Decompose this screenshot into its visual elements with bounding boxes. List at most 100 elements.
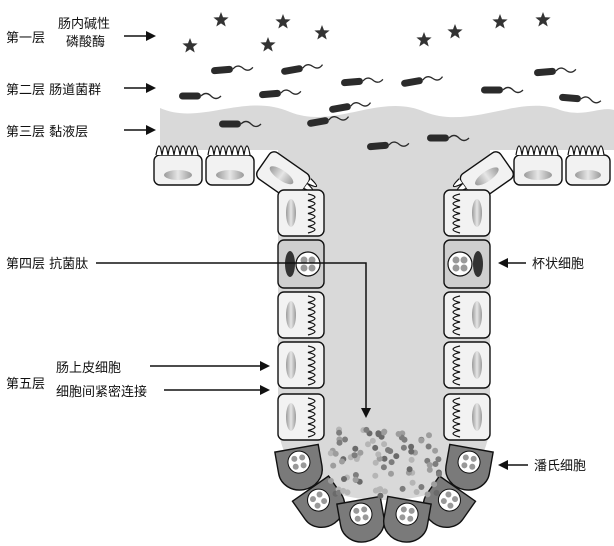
granule bbox=[436, 471, 442, 477]
granule bbox=[407, 466, 413, 472]
bacterium-icon bbox=[559, 94, 601, 105]
granule bbox=[372, 445, 378, 451]
alkaline-phosphatase-stars bbox=[182, 12, 550, 53]
granule bbox=[330, 463, 336, 469]
star-icon bbox=[260, 37, 275, 52]
star-icon bbox=[314, 25, 329, 40]
arrowhead bbox=[146, 125, 156, 135]
granule bbox=[352, 446, 358, 452]
granule bbox=[339, 459, 345, 465]
granule bbox=[342, 437, 348, 443]
star-icon bbox=[447, 24, 462, 39]
epithelial-cell-right-1 bbox=[444, 190, 490, 236]
crypt-wall-right bbox=[444, 190, 490, 440]
bacterium-icon bbox=[211, 64, 253, 75]
label-layer5-line1: 肠上皮细胞 bbox=[56, 361, 121, 376]
granule bbox=[375, 451, 381, 457]
granule bbox=[381, 430, 387, 436]
granule bbox=[402, 437, 408, 443]
granule bbox=[385, 447, 391, 453]
epithelial-cell-left-1 bbox=[278, 190, 324, 236]
bacterium-icon bbox=[341, 76, 383, 87]
label-layer1-line2: 磷酸酶 bbox=[66, 34, 105, 50]
granule bbox=[389, 459, 395, 465]
paneth-cell-5 bbox=[337, 496, 388, 545]
epithelial-cell-left-3 bbox=[278, 342, 324, 388]
granule bbox=[357, 450, 363, 456]
granule bbox=[381, 464, 387, 470]
arrowhead bbox=[260, 385, 270, 395]
paneth-cell-6 bbox=[381, 496, 432, 545]
arrowhead bbox=[498, 460, 508, 470]
granule bbox=[377, 493, 383, 499]
granule bbox=[388, 471, 394, 477]
granule bbox=[432, 448, 438, 454]
granule bbox=[396, 431, 402, 437]
granule bbox=[337, 440, 343, 446]
granule bbox=[352, 452, 358, 458]
bacterium-icon bbox=[534, 66, 576, 77]
label-layer1-line1: 肠内碱性 bbox=[58, 16, 110, 32]
surface-cell-left-1 bbox=[154, 146, 202, 185]
granule bbox=[426, 444, 432, 450]
granule bbox=[345, 489, 351, 495]
crypt-wall-left bbox=[278, 190, 324, 440]
granule bbox=[328, 478, 334, 484]
granule bbox=[414, 489, 420, 495]
star-icon bbox=[275, 14, 290, 29]
surface-cell-left-2 bbox=[206, 146, 254, 185]
granule bbox=[393, 453, 399, 459]
label-layer5-title: 第五层 bbox=[6, 377, 45, 392]
granule bbox=[373, 460, 379, 466]
granule bbox=[400, 486, 406, 492]
epithelial-cell-right-2 bbox=[444, 292, 490, 338]
granule bbox=[381, 441, 387, 447]
bacterium-icon bbox=[259, 88, 301, 99]
star-icon bbox=[492, 14, 507, 29]
label-layer2: 第二层 肠道菌群 bbox=[6, 83, 101, 98]
label-layer1-title: 第一层 bbox=[6, 31, 45, 46]
bacterium-icon bbox=[401, 73, 444, 87]
label-goblet-cell: 杯状细胞 bbox=[532, 257, 584, 272]
granule bbox=[418, 438, 424, 444]
star-icon bbox=[535, 12, 550, 27]
granule bbox=[426, 432, 432, 438]
granule bbox=[363, 427, 369, 433]
epithelial-cell-right-3 bbox=[444, 342, 490, 388]
arrowhead bbox=[146, 31, 156, 41]
label-layer4: 第四层 抗菌肽 bbox=[6, 257, 88, 272]
arrowhead bbox=[146, 83, 156, 93]
epithelial-cell-left-4 bbox=[278, 394, 324, 440]
star-icon bbox=[213, 12, 228, 27]
label-paneth-cell: 潘氏细胞 bbox=[534, 459, 586, 474]
granule bbox=[353, 477, 359, 483]
granule bbox=[336, 430, 342, 436]
granule bbox=[434, 490, 440, 496]
granule bbox=[425, 491, 431, 497]
granule bbox=[433, 461, 439, 467]
granule bbox=[375, 430, 381, 436]
star-icon bbox=[182, 38, 197, 53]
granule bbox=[418, 484, 424, 490]
goblet-cell-left bbox=[278, 240, 324, 288]
surface-cell-right-1 bbox=[514, 146, 562, 185]
bacterium-icon bbox=[481, 87, 523, 94]
granule bbox=[341, 476, 347, 482]
bacterium-icon bbox=[179, 93, 221, 100]
granule bbox=[431, 481, 437, 487]
granule bbox=[372, 473, 378, 479]
star-icon bbox=[416, 32, 431, 47]
granule bbox=[409, 457, 415, 463]
granule bbox=[382, 488, 388, 494]
bacterium-icon bbox=[281, 61, 324, 75]
epithelial-cell-right-4 bbox=[444, 394, 490, 440]
arrowhead bbox=[260, 361, 270, 371]
granule bbox=[408, 449, 414, 455]
granule bbox=[373, 488, 379, 494]
granule bbox=[427, 467, 433, 473]
label-layer3: 第三层 黏液层 bbox=[6, 124, 88, 140]
surface-cell-right-2 bbox=[566, 146, 610, 185]
granule bbox=[401, 445, 407, 451]
